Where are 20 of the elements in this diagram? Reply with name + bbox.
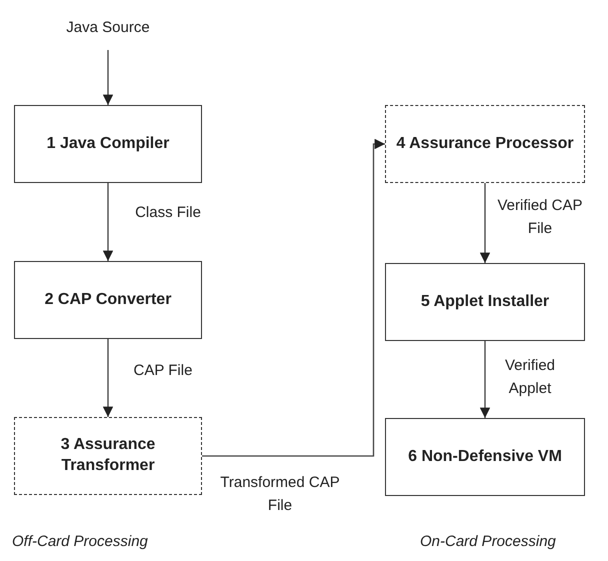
input-label: Java Source (63, 6, 153, 50)
arrow (202, 138, 385, 457)
edge-label: Class File (134, 203, 202, 223)
edge-label: Transformed CAP File (219, 473, 341, 516)
edge-label: Verified CAP File (496, 196, 584, 238)
section-caption: Off-Card Processing (12, 533, 148, 550)
edge-label: Verified Applet (504, 356, 556, 398)
process-box: 6 Non-Defensive VM (385, 418, 585, 496)
arrow (102, 50, 114, 105)
arrow (480, 183, 490, 263)
dashed-process-box: 3 Assurance Transformer (14, 417, 202, 495)
process-box: 5 Applet Installer (385, 263, 585, 341)
section-caption: On-Card Processing (420, 533, 556, 550)
arrow (480, 341, 490, 418)
arrow (102, 183, 114, 261)
dashed-process-box: 4 Assurance Processor (385, 105, 585, 183)
process-box: 1 Java Compiler (14, 105, 202, 183)
edge-label: CAP File (132, 361, 194, 381)
process-box: 2 CAP Converter (14, 261, 202, 339)
arrow (102, 339, 114, 417)
